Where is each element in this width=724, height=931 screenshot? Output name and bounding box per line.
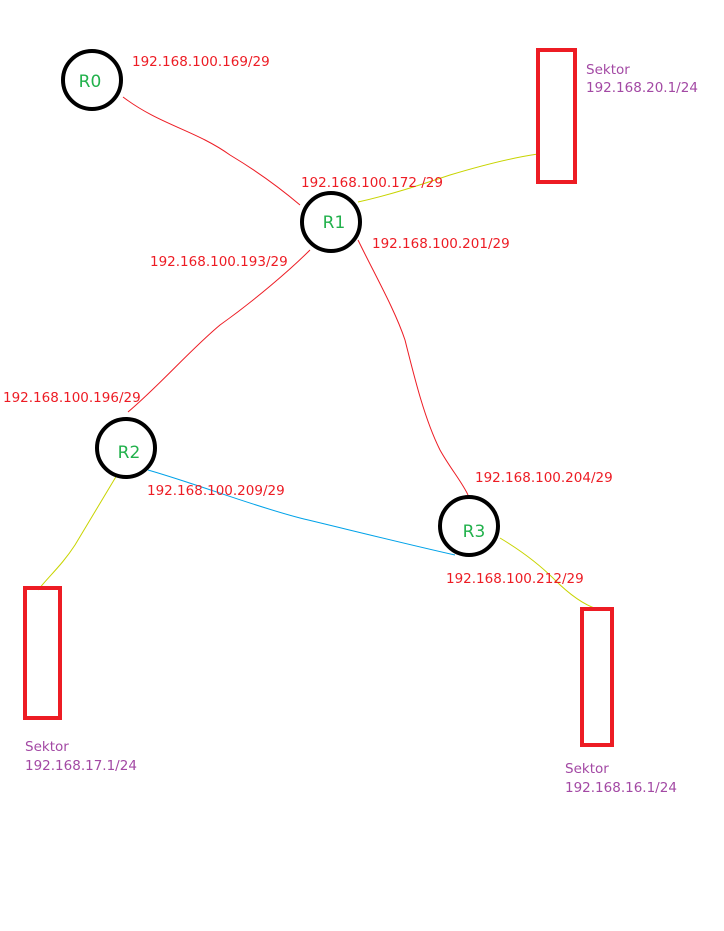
router-r0: R0	[61, 49, 123, 111]
sektor-box-s1	[536, 48, 577, 184]
ip-label-r1-r0: 192.168.100.172 /29	[301, 175, 443, 191]
router-r2-label: R2	[118, 443, 141, 463]
ip-label-r0-r1: 192.168.100.169/29	[132, 54, 270, 70]
link-r0-r1	[122, 96, 301, 206]
router-r3: R3	[438, 495, 500, 557]
ip-label-r2-r1: 192.168.100.196/29	[3, 390, 141, 406]
sektor-s2-title: Sektor	[25, 739, 69, 755]
link-r2-sektor2	[37, 469, 121, 591]
sektor-s3-network: 192.168.16.1/24	[565, 780, 677, 796]
link-r2-r3	[147, 469, 456, 556]
link-r1-r3	[357, 239, 469, 496]
router-r3-circle	[438, 495, 500, 557]
sektor-s2-network: 192.168.17.1/24	[25, 758, 137, 774]
router-r2: R2	[95, 417, 157, 479]
ip-label-r3-r1: 192.168.100.204/29	[475, 470, 613, 486]
link-r3-sektor3	[499, 537, 598, 610]
router-r1-circle	[300, 191, 362, 253]
router-r1: R1	[300, 191, 362, 253]
router-r1-label: R1	[323, 213, 346, 233]
router-r2-circle	[95, 417, 157, 479]
sektor-s3-title: Sektor	[565, 761, 609, 777]
sektor-s1-title: Sektor	[586, 62, 630, 78]
link-r1-r2	[127, 249, 311, 413]
router-r0-circle	[61, 49, 123, 111]
sektor-s1-network: 192.168.20.1/24	[586, 80, 698, 96]
ip-label-r3-r2: 192.168.100.212/29	[446, 571, 584, 587]
ip-label-r1-r3: 192.168.100.201/29	[372, 236, 510, 252]
sektor-box-s2	[23, 586, 62, 720]
router-r3-label: R3	[463, 522, 486, 542]
ip-label-r2-r3: 192.168.100.209/29	[147, 483, 285, 499]
ip-label-r1-r2: 192.168.100.193/29	[150, 254, 288, 270]
router-r0-label: R0	[79, 72, 102, 92]
sektor-box-s3	[580, 607, 614, 747]
link-r1-sektor1	[357, 153, 539, 203]
